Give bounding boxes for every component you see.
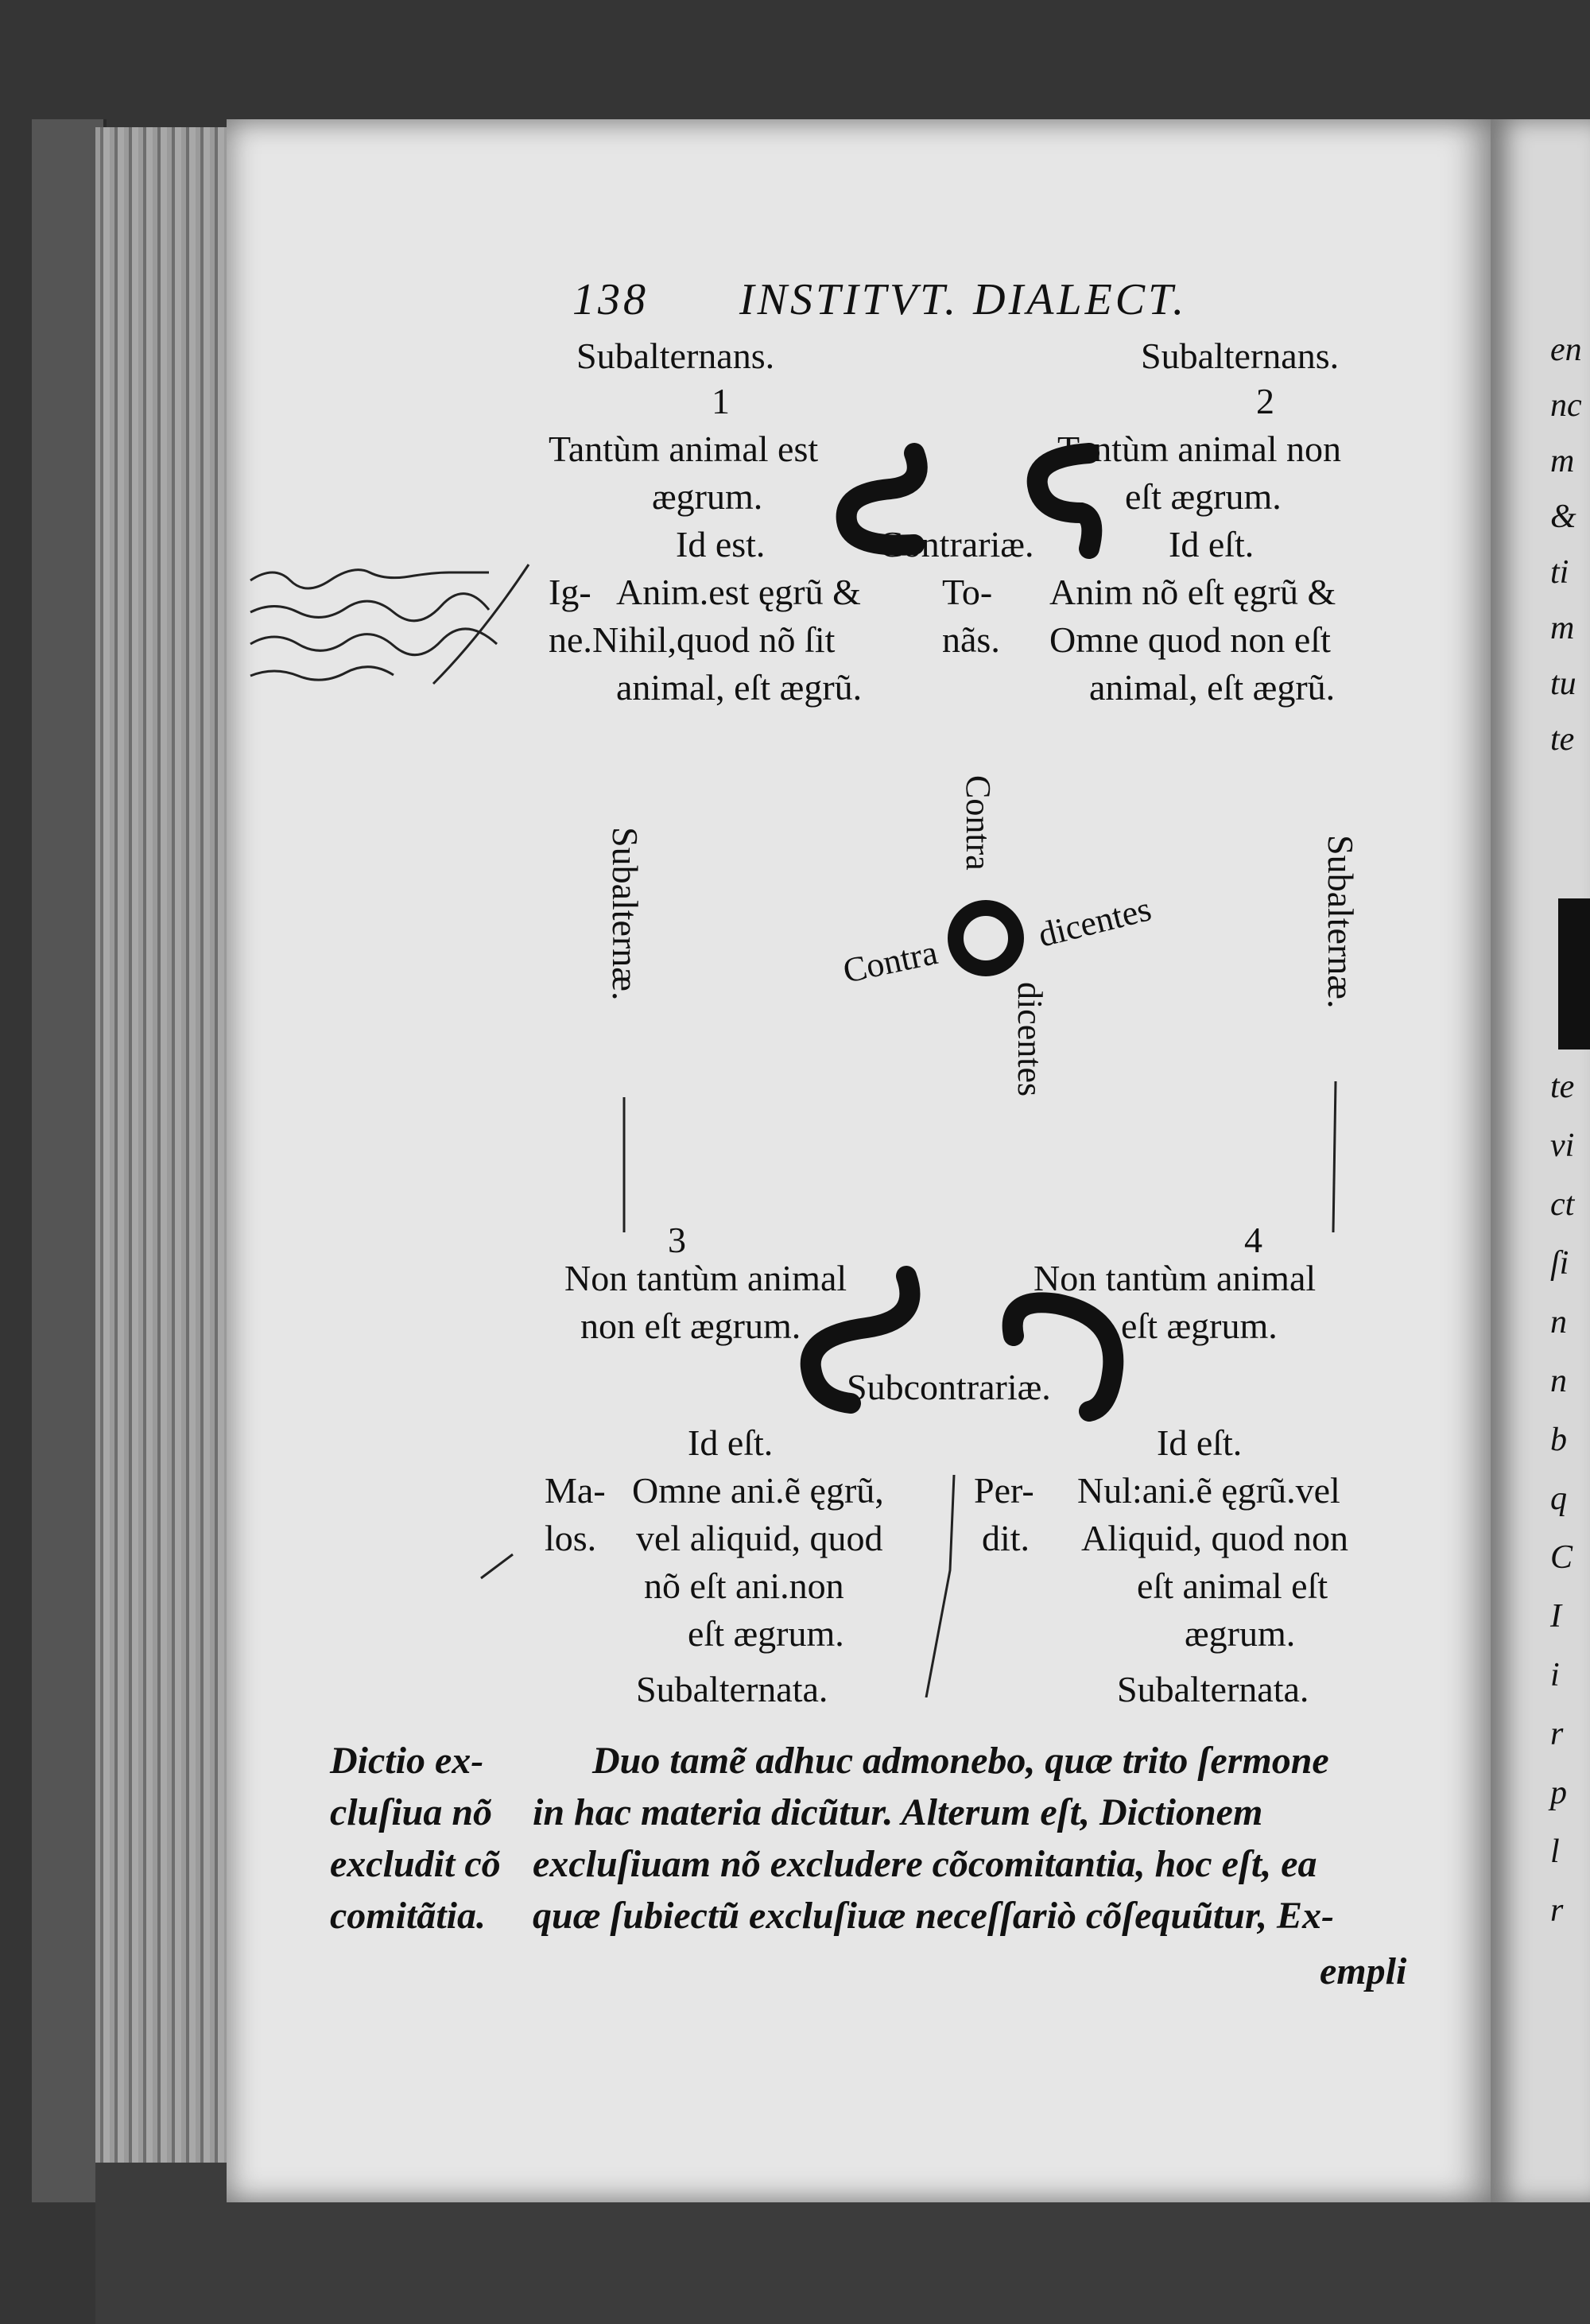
top-left-role: Subalternans. <box>576 336 775 376</box>
facing-page-fragments-lower: te vi ct ſi n n b q C I i r p l r <box>1550 1057 1574 1940</box>
paragraph-line3: excluſiuam nõ excludere cõcomitantia, ho… <box>533 1843 1317 1885</box>
bottom-left-line1: Non tantùm animal <box>564 1258 847 1298</box>
bottom-left-line2: non eſt ægrum. <box>580 1306 801 1346</box>
fragment: p <box>1550 1775 1567 1811</box>
margin-note-line2: cluſiua nõ <box>330 1791 493 1833</box>
side-left-line <box>622 1097 626 1232</box>
bottom-left-side-a: Ma- <box>545 1470 606 1511</box>
top-right-line2: eſt ægrum. <box>1125 476 1282 517</box>
fragment: r <box>1550 1892 1564 1929</box>
top-left-line1: Tantùm animal est <box>549 429 819 469</box>
fragment: & <box>1550 499 1576 535</box>
bottom-right-line1: Non tantùm animal <box>1034 1258 1317 1298</box>
bottom-left-equiv4: eſt ægrum. <box>688 1613 844 1654</box>
pen-tick <box>480 1553 514 1580</box>
bottom-right-id-est: Id eſt. <box>1157 1422 1243 1463</box>
center-dicentes-bottom: dicentes <box>1010 982 1049 1097</box>
bottom-left-connector <box>800 1266 921 1414</box>
facing-page-initial <box>1558 898 1590 1049</box>
fragment: te <box>1550 1069 1575 1105</box>
fragment: m <box>1550 610 1575 646</box>
top-right-equiv3: animal, eſt ægrũ. <box>1089 667 1336 708</box>
top-left-number: 1 <box>712 381 730 421</box>
fragment: ct <box>1550 1186 1575 1223</box>
bottom-right-connector <box>1002 1292 1124 1422</box>
center-ring <box>948 900 1024 976</box>
bottom-left-id-est: Id eſt. <box>688 1422 774 1463</box>
fragment: r <box>1550 1716 1564 1752</box>
top-right-number: 2 <box>1256 381 1274 421</box>
top-left-equiv2: Nihil,quod nõ ſit <box>592 619 836 660</box>
top-right-id-est: Id eſt. <box>1169 524 1255 565</box>
handwritten-annotation <box>250 564 530 685</box>
top-left-side-b: ne. <box>549 619 592 660</box>
fragment: n <box>1550 1304 1567 1340</box>
top-right-side-a: To- <box>942 572 993 612</box>
fragment: I <box>1550 1598 1561 1635</box>
running-title: INSTITVT. DIALECT. <box>739 275 1188 324</box>
fragment: i <box>1550 1657 1560 1694</box>
bottom-right-line2: eſt ægrum. <box>1121 1306 1278 1346</box>
top-left-connector <box>836 443 928 556</box>
side-right-label: Subalternæ. <box>1320 835 1361 1009</box>
bottom-right-equiv4: ægrum. <box>1185 1613 1296 1654</box>
top-left-id-est: Id est. <box>676 524 766 565</box>
page-edges <box>95 127 231 2186</box>
fragment: b <box>1550 1422 1567 1458</box>
paragraph-line1: Duo tamẽ adhuc admonebo, quæ trito ſermo… <box>592 1740 1329 1782</box>
center-contra-top: Contra <box>959 775 998 871</box>
top-right-line1: Tantùm animal non <box>1057 429 1342 469</box>
bottom-right-equiv3: eſt animal eſt <box>1137 1565 1328 1606</box>
fragment: C <box>1550 1539 1573 1576</box>
top-right-role: Subalternans. <box>1141 336 1340 376</box>
book-page <box>227 119 1491 2202</box>
bottom-right-equiv1: Nul:ani.ẽ ęgrũ.vel <box>1077 1470 1340 1511</box>
subcontrariae-label: Subcontrariæ. <box>847 1367 1051 1407</box>
top-left-equiv3: animal, eſt ægrũ. <box>616 667 863 708</box>
top-left-equiv1: Anim.est ęgrũ & <box>616 572 861 612</box>
bottom-right-number: 4 <box>1244 1220 1262 1260</box>
top-right-side-b: nãs. <box>942 619 1000 660</box>
facing-page-fragments: en nc m & ti m tu te <box>1550 322 1582 767</box>
side-left-label: Subalternæ. <box>605 827 646 1001</box>
bottom-left-equiv3: nõ eſt ani.non <box>644 1565 844 1606</box>
fragment: m <box>1550 443 1575 479</box>
bottom-left-number: 3 <box>668 1220 686 1260</box>
bottom-right-equiv2: Aliquid, quod non <box>1081 1518 1349 1558</box>
top-right-connector <box>1026 443 1103 559</box>
paragraph-line2: in hac materia dicũtur. Alterum eſt, Dic… <box>533 1791 1263 1833</box>
top-left-line2: ægrum. <box>652 476 763 517</box>
bottom-right-side-a: Per- <box>974 1470 1034 1511</box>
paragraph-line4: quæ ſubiectũ excluſiuæ neceſſariò cõſequ… <box>533 1895 1334 1937</box>
fragment: q <box>1550 1480 1567 1517</box>
fragment: te <box>1550 721 1575 758</box>
top-right-equiv1: Anim nõ eſt ęgrũ & <box>1049 572 1336 612</box>
fragment: nc <box>1550 387 1582 424</box>
facing-page <box>1491 119 1590 2202</box>
fragment: ſi <box>1550 1245 1569 1282</box>
top-right-equiv2: Omne quod non eſt <box>1049 619 1331 660</box>
pen-stroke <box>925 1475 956 1697</box>
bottom-left-side-b: los. <box>545 1518 597 1558</box>
page-number: 138 <box>572 275 649 324</box>
bottom-right-side-b: dit. <box>982 1518 1030 1558</box>
fragment: vi <box>1550 1127 1575 1164</box>
fragment: l <box>1550 1833 1560 1870</box>
bottom-left-equiv1: Omne ani.ẽ ęgrũ, <box>632 1470 884 1511</box>
fragment: n <box>1550 1363 1567 1399</box>
bottom-left-equiv2: vel aliquid, quod <box>636 1518 883 1558</box>
top-left-side-a: Ig- <box>549 572 591 612</box>
margin-note-line4: comitãtia. <box>330 1895 486 1937</box>
fragment: en <box>1550 332 1582 368</box>
fragment: tu <box>1550 665 1576 702</box>
side-right-line <box>1332 1081 1337 1232</box>
margin-note-line1: Dictio ex- <box>330 1740 484 1782</box>
bottom-right-role: Subalternata. <box>1117 1669 1309 1709</box>
margin-note-line3: excludit cõ <box>330 1843 501 1885</box>
fragment: ti <box>1550 554 1569 591</box>
catchword: empli <box>1320 1950 1407 1992</box>
bottom-left-role: Subalternata. <box>636 1669 828 1709</box>
